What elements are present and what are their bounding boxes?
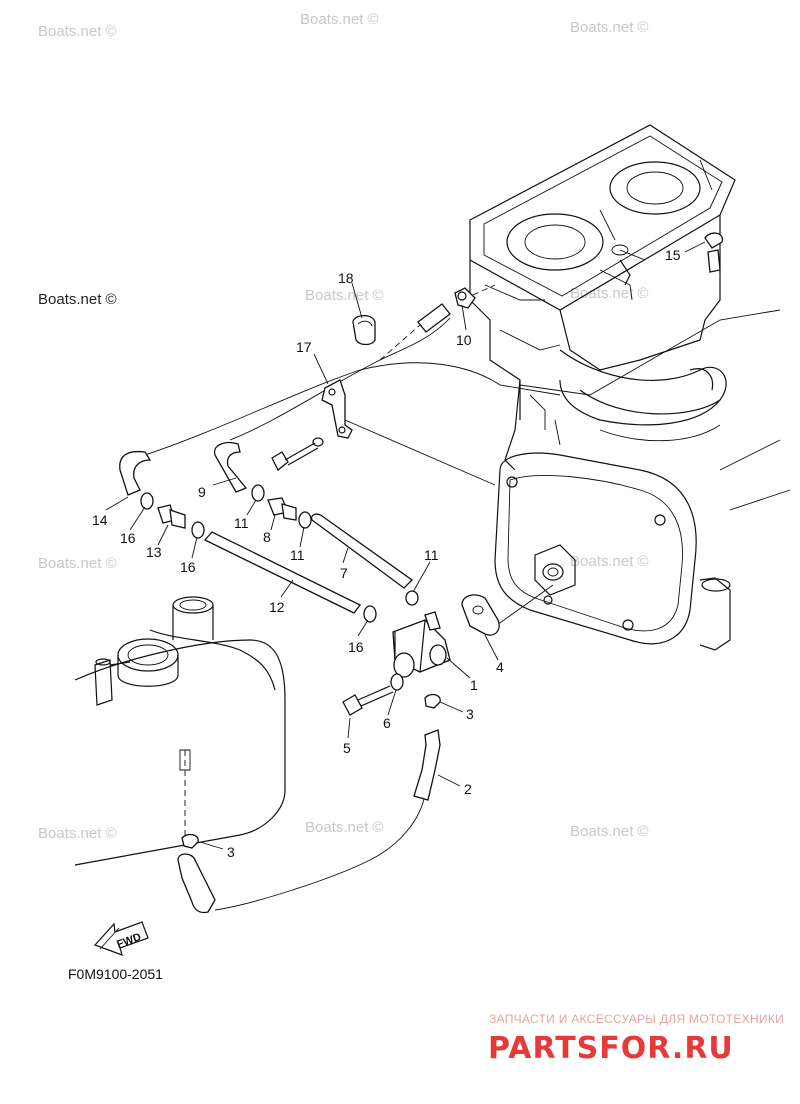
watermark: Boats.net ©: [38, 23, 117, 40]
callout-17: 17: [296, 339, 312, 355]
watermark-main: Boats.net ©: [38, 291, 117, 308]
callout-1: 1: [470, 677, 478, 693]
callout-2: 2: [464, 781, 472, 797]
watermark: Boats.net ©: [570, 19, 649, 36]
callout-9: 9: [198, 484, 206, 500]
diagram-code: F0M9100-2051: [68, 966, 163, 982]
callout-16a: 16: [120, 530, 136, 546]
watermark: Boats.net ©: [38, 555, 117, 572]
callout-3b: 3: [227, 844, 235, 860]
watermark: Boats.net ©: [305, 287, 384, 304]
watermark: Boats.net ©: [38, 825, 117, 842]
watermark: Boats.net ©: [570, 285, 649, 302]
callout-11b: 11: [290, 547, 305, 563]
callout-11a: 11: [234, 515, 249, 531]
callout-6: 6: [383, 715, 391, 731]
leader-lines: [105, 241, 706, 850]
branding-logo: PARTSFOR.RU: [488, 1031, 734, 1066]
callout-16c: 16: [348, 639, 364, 655]
callout-18: 18: [338, 270, 354, 286]
callout-7: 7: [340, 565, 348, 581]
callout-15: 15: [665, 247, 681, 263]
watermark: Boats.net ©: [570, 823, 649, 840]
watermark: Boats.net ©: [300, 11, 379, 28]
callout-12: 12: [269, 599, 285, 615]
branding-tagline: ЗАПЧАСТИ И АКСЕССУАРЫ ДЛЯ МОТОТЕХНИКИ: [489, 1012, 784, 1026]
fwd-label: FWD: [115, 931, 143, 951]
callout-4: 4: [496, 659, 504, 675]
callout-11c: 11: [424, 547, 439, 563]
watermark-layer: Boats.net © Boats.net © Boats.net © Boat…: [38, 11, 649, 842]
watermark: Boats.net ©: [305, 819, 384, 836]
fuel-tank: [74, 596, 286, 866]
parts: [119, 232, 723, 914]
callout-16b: 16: [180, 559, 196, 575]
engine-block: [469, 124, 791, 651]
watermark: Boats.net ©: [570, 553, 649, 570]
routing-lines: [144, 248, 781, 911]
callout-13: 13: [146, 544, 162, 560]
callout-8: 8: [263, 529, 271, 545]
callout-10: 10: [456, 332, 472, 348]
callout-14: 14: [92, 512, 108, 528]
callout-3a: 3: [466, 706, 474, 722]
branding: ЗАПЧАСТИ И АКСЕССУАРЫ ДЛЯ МОТОТЕХНИКИ PA…: [488, 1012, 784, 1066]
callouts: 18 10 15 17 14 9 16 13 16 11 8 11 12 7 1…: [92, 247, 681, 860]
callout-5: 5: [343, 740, 351, 756]
fwd-arrow-icon: FWD: [93, 921, 149, 956]
